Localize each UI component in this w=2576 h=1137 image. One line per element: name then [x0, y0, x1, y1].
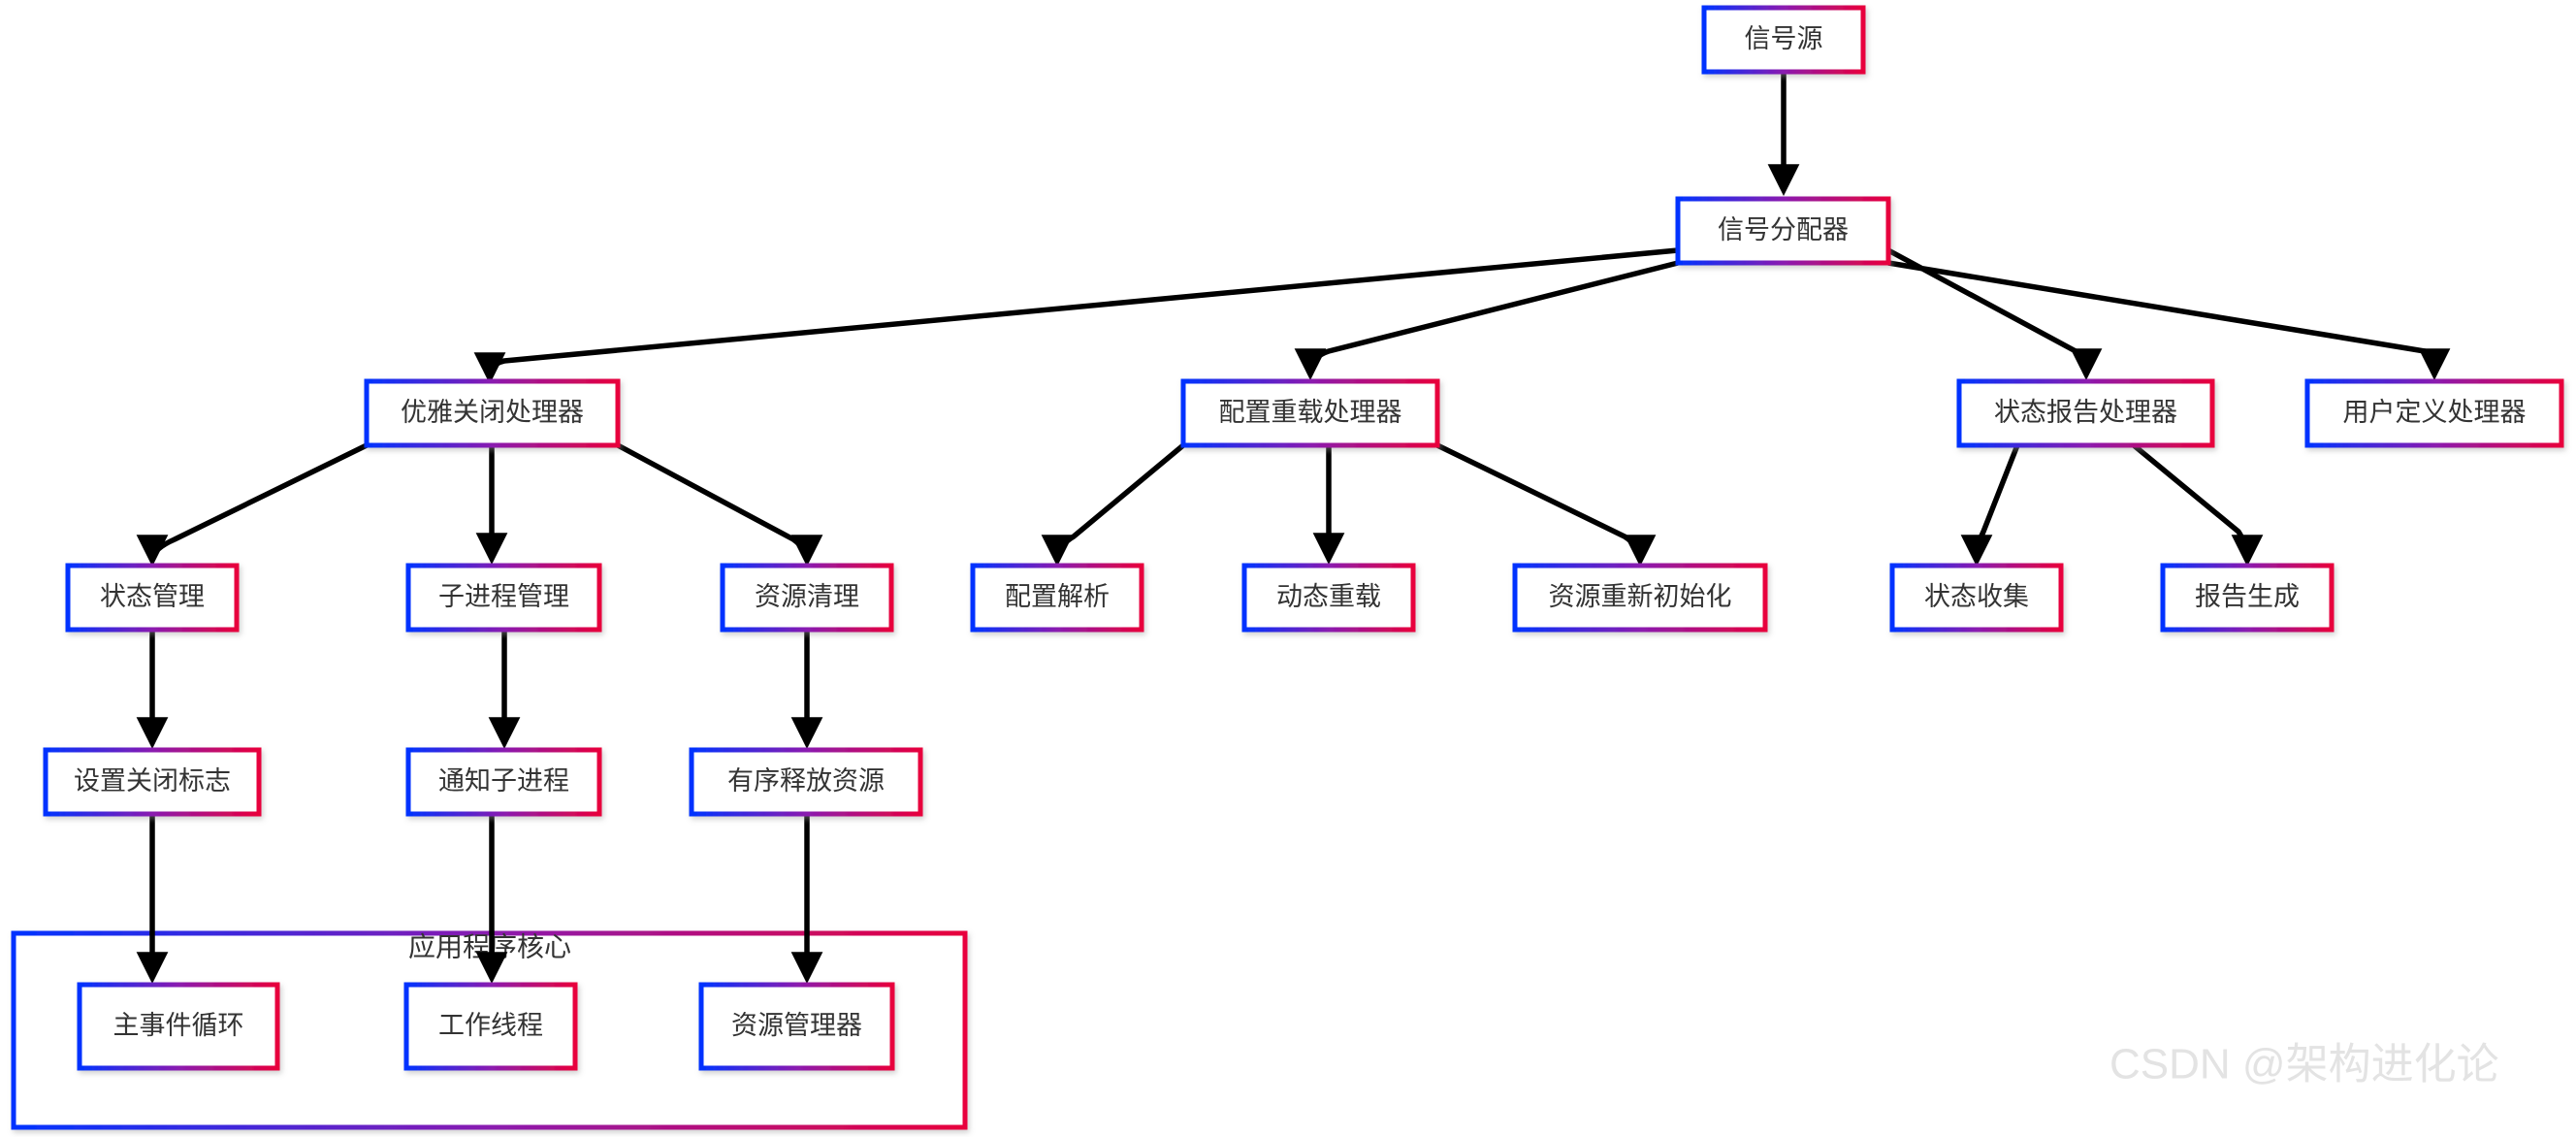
node-signal_source[interactable]: 信号源 — [1701, 5, 1866, 75]
node-box[interactable] — [720, 563, 894, 633]
node-label: 配置解析 — [1005, 582, 1110, 611]
node-box[interactable] — [1180, 378, 1440, 448]
node-notify_subprocess[interactable]: 通知子进程 — [405, 747, 602, 817]
node-label: 报告生成 — [2195, 582, 2300, 611]
edge-config_reload-to-resource_reinit — [1435, 442, 1657, 567]
node-box[interactable] — [364, 378, 621, 448]
node-box[interactable] — [698, 982, 895, 1071]
edge-config_reload-to-config_parse — [1041, 442, 1185, 567]
node-label: 资源管理器 — [731, 1011, 862, 1040]
node-box[interactable] — [405, 747, 602, 817]
node-label: 优雅关闭处理器 — [401, 398, 584, 427]
watermark: CSDN @架构进化论 — [2109, 1041, 2499, 1088]
node-label: 状态报告处理器 — [1994, 398, 2177, 427]
node-subprocess_mgmt[interactable]: 子进程管理 — [405, 563, 602, 633]
node-label: 动态重载 — [1276, 582, 1381, 611]
node-main_event_loop[interactable]: 主事件循环 — [77, 982, 280, 1071]
node-resource_cleanup[interactable]: 资源清理 — [720, 563, 894, 633]
node-label: 工作线程 — [438, 1011, 543, 1040]
edge-status_report-to-report_generate — [2132, 442, 2264, 567]
node-label: 设置关闭标志 — [74, 766, 231, 796]
node-signal_dispatcher[interactable]: 信号分配器 — [1675, 196, 1891, 266]
node-box[interactable] — [970, 563, 1144, 633]
node-label: 子进程管理 — [438, 582, 569, 611]
node-box[interactable] — [1241, 563, 1416, 633]
edge-signal_dispatcher-to-graceful_shutdown — [473, 247, 1679, 384]
node-graceful_shutdown[interactable]: 优雅关闭处理器 — [364, 378, 621, 448]
node-box[interactable] — [403, 982, 578, 1071]
edge-signal_dispatcher-to-status_report — [1886, 247, 2103, 380]
edge-graceful_shutdown-to-resource_cleanup — [616, 442, 823, 567]
node-label: 配置重载处理器 — [1219, 398, 1402, 427]
node-box[interactable] — [77, 982, 280, 1071]
node-resource_reinit[interactable]: 资源重新初始化 — [1512, 563, 1768, 633]
node-box[interactable] — [2304, 378, 2564, 448]
node-box[interactable] — [1512, 563, 1768, 633]
node-box[interactable] — [689, 747, 923, 817]
node-label: 资源重新初始化 — [1549, 582, 1732, 611]
node-box[interactable] — [1956, 378, 2215, 448]
node-box[interactable] — [2160, 563, 2334, 633]
node-status_collect[interactable]: 状态收集 — [1889, 563, 2064, 633]
node-box[interactable] — [43, 747, 262, 817]
node-box[interactable] — [405, 563, 602, 633]
node-state_mgmt[interactable]: 状态管理 — [65, 563, 240, 633]
node-report_generate[interactable]: 报告生成 — [2160, 563, 2334, 633]
node-label: 状态管理 — [100, 582, 205, 611]
edge-signal_dispatcher-to-user_defined — [1887, 260, 2451, 380]
node-config_parse[interactable]: 配置解析 — [970, 563, 1144, 633]
node-worker_thread[interactable]: 工作线程 — [403, 982, 578, 1071]
node-label: 用户定义处理器 — [2343, 398, 2527, 427]
node-box[interactable] — [1889, 563, 2064, 633]
watermark-label: CSDN @架构进化论 — [2109, 1041, 2499, 1088]
node-label: 通知子进程 — [438, 766, 569, 796]
node-set_shutdown_flag[interactable]: 设置关闭标志 — [43, 747, 262, 817]
node-label: 有序释放资源 — [727, 766, 885, 796]
node-status_report[interactable]: 状态报告处理器 — [1956, 378, 2215, 448]
node-label: 信号源 — [1745, 24, 1823, 53]
node-box[interactable] — [65, 563, 240, 633]
node-label: 信号分配器 — [1718, 215, 1849, 244]
node-box[interactable] — [1675, 196, 1891, 266]
node-dynamic_reload[interactable]: 动态重载 — [1241, 563, 1416, 633]
node-resource_manager[interactable]: 资源管理器 — [698, 982, 895, 1071]
edge-group — [136, 72, 2451, 984]
node-ordered_release[interactable]: 有序释放资源 — [689, 747, 923, 817]
edge-signal_dispatcher-to-config_reload — [1294, 260, 1679, 380]
edge-status_report-to-status_collect — [1960, 443, 2020, 567]
node-label: 资源清理 — [755, 582, 859, 611]
node-label: 状态收集 — [1924, 582, 2029, 611]
node-label: 主事件循环 — [113, 1011, 244, 1040]
node-box[interactable] — [1701, 5, 1866, 75]
node-config_reload[interactable]: 配置重载处理器 — [1180, 378, 1440, 448]
node-user_defined[interactable]: 用户定义处理器 — [2304, 378, 2564, 448]
edge-graceful_shutdown-to-state_mgmt — [136, 442, 369, 567]
